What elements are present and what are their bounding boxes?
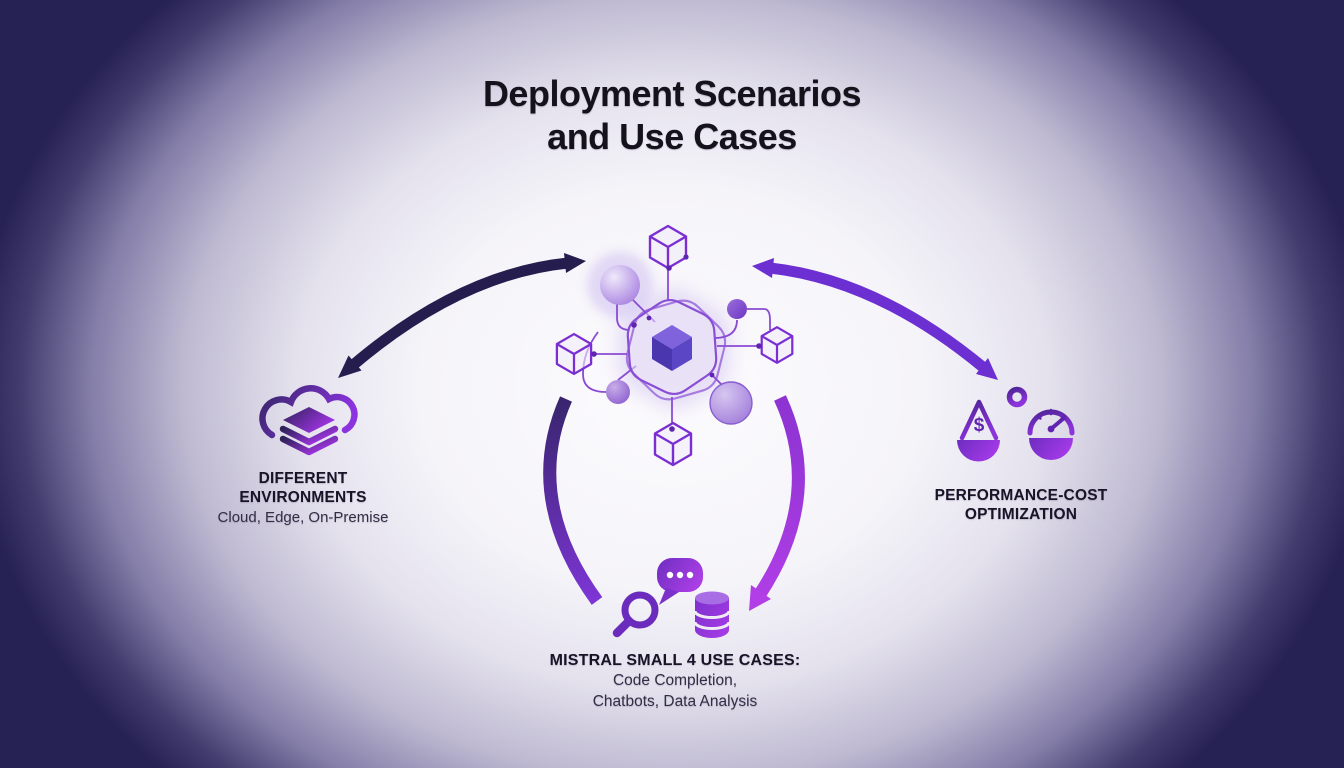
money-funnel-outline: [959, 399, 999, 441]
flow-arc-bottom-right: [749, 395, 805, 611]
page-title-line1: Deployment Scenarios: [482, 73, 862, 114]
layer-top: [283, 407, 335, 433]
optimization-heading-line2: OPTIMIZATION: [964, 506, 1078, 523]
layer-middle: [279, 425, 339, 446]
network-cube-top: [648, 224, 688, 270]
arrowhead-toward-use-cases: [749, 585, 771, 611]
flow-arrow-environments: [338, 253, 586, 378]
gauge: [1027, 408, 1075, 460]
cloud-layers-icon: [259, 385, 358, 456]
arrowhead-toward-network: [752, 258, 774, 278]
network-junction-dots: [591, 254, 762, 432]
label-different-environments: DIFFERENT ENVIRONMENTS Cloud, Edge, On-P…: [153, 469, 453, 527]
environments-subtitle: Cloud, Edge, On-Premise: [217, 509, 389, 526]
right-pan-bowl: [1029, 438, 1073, 460]
arrowhead-toward-network: [564, 253, 586, 273]
use-cases-heading: MISTRAL SMALL 4 USE CASES:: [549, 652, 801, 669]
label-use-cases: MISTRAL SMALL 4 USE CASES: Code Completi…: [525, 651, 825, 711]
network-cube-right: [760, 326, 794, 364]
layer-bottom: [279, 435, 339, 456]
page-title: Deployment Scenarios and Use Cases: [0, 72, 1344, 158]
arrowhead-toward-cloud: [338, 355, 362, 378]
chat-bubble-icon: [657, 558, 703, 605]
model-network-icon: [555, 224, 794, 467]
use-case-icons: [612, 558, 731, 638]
left-pan-bowl: [957, 440, 1000, 462]
environments-heading-line1: DIFFERENT: [258, 470, 348, 487]
dollar-sign: $: [974, 415, 985, 436]
arrowhead-toward-scale: [976, 358, 998, 380]
network-cube-left: [555, 332, 593, 376]
network-node-circle-large: [709, 381, 753, 425]
database-icon: [693, 591, 731, 638]
optimization-heading-line1: PERFORMANCE-COST: [934, 487, 1108, 504]
page-title-line2: and Use Cases: [547, 116, 797, 157]
magnifier-icon: [612, 591, 659, 638]
label-performance-cost: PERFORMANCE-COST OPTIMIZATION: [871, 486, 1171, 524]
use-cases-subtitle-line2: Chatbots, Data Analysis: [592, 692, 758, 710]
use-cases-subtitle-line1: Code Completion,: [612, 672, 738, 689]
network-sphere: [600, 265, 640, 305]
network-core-cube: [652, 325, 692, 371]
scale-balance-icon: $: [957, 380, 1075, 468]
network-node-circle-small-left: [606, 380, 630, 404]
environments-heading-line2: ENVIRONMENTS: [239, 489, 367, 506]
network-node-circle-small-right: [727, 299, 747, 319]
flow-arc-bottom-left: [543, 396, 603, 605]
flow-arrow-optimization: [752, 258, 998, 380]
